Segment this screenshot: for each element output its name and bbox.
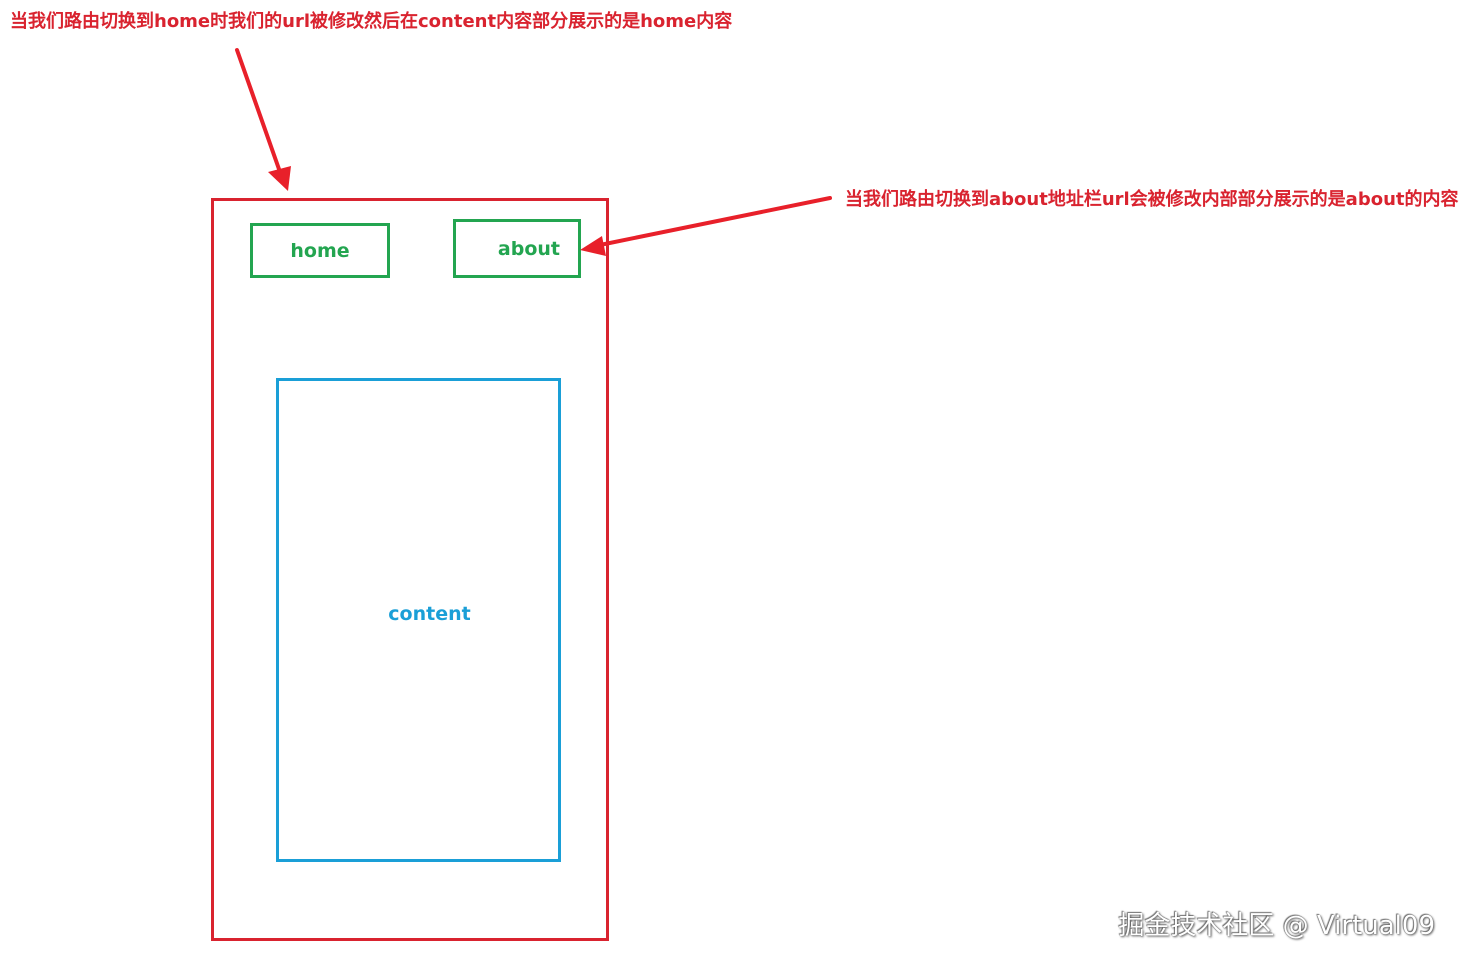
watermark: 掘金技术社区 @ Virtual09 — [1118, 911, 1435, 941]
about-nav-label: about — [497, 237, 560, 260]
about-route-annotation: 当我们路由切换到about地址栏url会被修改内部部分展示的是about的内容 — [845, 189, 1459, 210]
home-nav-button: home — [250, 223, 390, 278]
about-nav-button: about — [453, 219, 581, 278]
home-nav-label: home — [290, 239, 350, 262]
about-annotation-arrow — [580, 196, 832, 256]
home-route-annotation: 当我们路由切换到home时我们的url被修改然后在content内容部分展示的是… — [10, 11, 733, 32]
home-annotation-arrow — [235, 48, 291, 191]
content-area: content — [276, 378, 561, 862]
app-frame — [211, 198, 609, 941]
content-label: content — [388, 603, 471, 625]
